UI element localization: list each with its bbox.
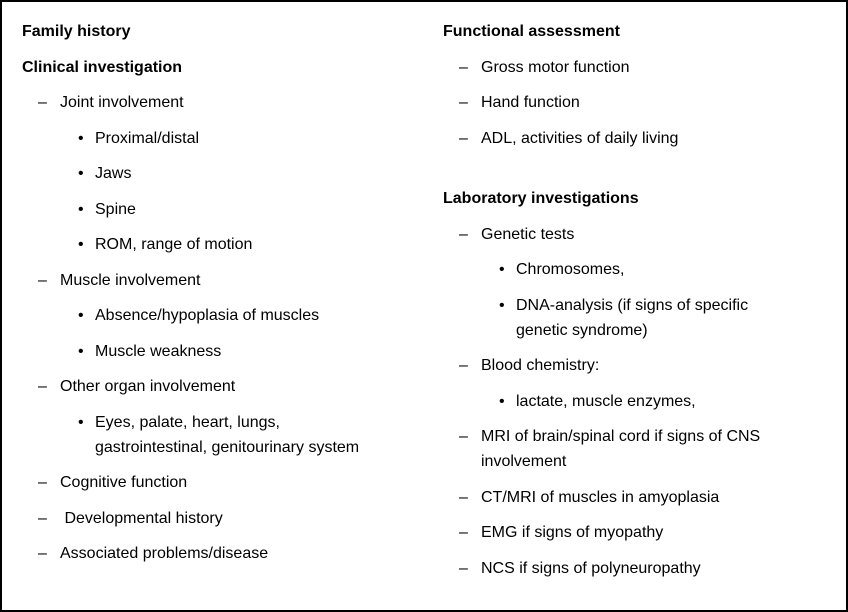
list-item: – CT/MRI of muscles in amyoplasia [459, 485, 840, 510]
list-item: • DNA-analysis (if signs of specific gen… [499, 293, 840, 343]
dash-marker: – [459, 524, 468, 541]
dash-marker: – [459, 559, 468, 577]
list-item-text: lactate, muscle enzymes, [516, 392, 696, 410]
list-item: • Proximal/distal [78, 126, 443, 151]
dash-marker: – [459, 225, 468, 243]
bullet-marker: • [499, 261, 505, 278]
right-column: Functional assessment – Gross motor func… [443, 19, 840, 610]
dash-marker: – [38, 474, 47, 491]
section-heading-functional-assessment: Functional assessment [443, 23, 620, 40]
list-item: • Spine [78, 197, 443, 222]
section-heading-family-history: Family history [22, 23, 131, 40]
dash-marker: – [459, 58, 468, 76]
list-item: – Cognitive function [38, 470, 443, 495]
bullet-marker: • [78, 342, 84, 360]
dash-marker: – [459, 357, 468, 374]
list-item: – Developmental history [38, 506, 443, 531]
list-item-text: Eyes, palate, heart, lungs, gastrointest… [95, 413, 360, 456]
list-item-text: Joint involvement [60, 94, 184, 111]
list-item: – NCS if signs of polyneuropathy [459, 556, 840, 581]
list-item: • lactate, muscle enzymes, [499, 389, 840, 414]
list-item: • Chromosomes, [499, 257, 840, 282]
list-item: – EMG if signs of myopathy [459, 520, 840, 545]
list-item-text: Gross motor function [481, 58, 630, 76]
bullet-marker: • [499, 392, 505, 410]
list-item-text: Muscle weakness [95, 342, 222, 360]
dash-marker: – [459, 428, 468, 445]
list-item: – Blood chemistry: [459, 353, 840, 378]
list-item-text: ROM, range of motion [95, 236, 253, 253]
list-item-text: Proximal/distal [95, 129, 200, 147]
list-item-text: MRI of brain/spinal cord if signs of CNS… [481, 428, 761, 470]
bullet-marker: • [499, 296, 505, 314]
list-item-text: Developmental history [60, 509, 223, 527]
list-item-text: ADL, activities of daily living [481, 129, 679, 147]
list-item-text: Muscle involvement [60, 271, 201, 289]
list-item: – Joint involvement [38, 90, 443, 115]
list-item-text: Chromosomes, [516, 261, 625, 278]
list-item: – Genetic tests [459, 222, 840, 247]
list-item-text: Jaws [95, 165, 132, 182]
list-item: • Absence/hypoplasia of muscles [78, 303, 443, 328]
list-item-text: Associated problems/disease [60, 545, 269, 562]
list-item: – Gross motor function [459, 55, 840, 80]
list-item: • Muscle weakness [78, 339, 443, 364]
list-item-text: Other organ involvement [60, 378, 236, 395]
dash-marker: – [38, 509, 47, 527]
list-item: • Jaws [78, 161, 443, 186]
bullet-marker: • [78, 200, 84, 218]
list-item-text: Hand function [481, 94, 580, 111]
list-item: – Muscle involvement [38, 268, 443, 293]
list-item-text: Absence/hypoplasia of muscles [95, 307, 320, 324]
dash-marker: – [38, 271, 47, 289]
list-item: – Other organ involvement [38, 374, 443, 399]
list-item: – Hand function [459, 90, 840, 115]
dash-marker: – [38, 94, 47, 111]
list-item-text: Cognitive function [60, 474, 188, 491]
bullet-marker: • [78, 165, 84, 182]
section-heading-clinical-investigation: Clinical investigation [22, 58, 183, 76]
list-item-text: DNA-analysis (if signs of specific genet… [516, 296, 749, 339]
section-heading-laboratory-investigations: Laboratory investigations [443, 190, 639, 207]
list-item: – ADL, activities of daily living [459, 126, 840, 151]
list-item: • Eyes, palate, heart, lungs, gastrointe… [78, 410, 443, 460]
bullet-marker: • [78, 307, 84, 324]
dash-marker: – [459, 129, 468, 147]
list-item-text: Genetic tests [481, 225, 575, 243]
bullet-marker: • [78, 129, 84, 147]
list-item: – Associated problems/disease [38, 541, 443, 566]
bullet-marker: • [78, 413, 84, 431]
list-item: – MRI of brain/spinal cord if signs of C… [459, 424, 840, 474]
list-item-text: CT/MRI of muscles in amyoplasia [481, 488, 720, 506]
bullet-marker: • [78, 236, 84, 253]
list-item-text: Spine [95, 200, 136, 218]
dash-marker: – [38, 378, 47, 395]
list-item-text: EMG if signs of myopathy [481, 524, 664, 541]
dash-marker: – [459, 94, 468, 111]
list-item: • ROM, range of motion [78, 232, 443, 257]
dash-marker: – [459, 488, 468, 506]
dash-marker: – [38, 545, 47, 562]
left-column: Family history Clinical investigation – … [22, 19, 443, 610]
list-item-text: Blood chemistry: [481, 357, 600, 374]
list-item-text: NCS if signs of polyneuropathy [481, 559, 701, 577]
